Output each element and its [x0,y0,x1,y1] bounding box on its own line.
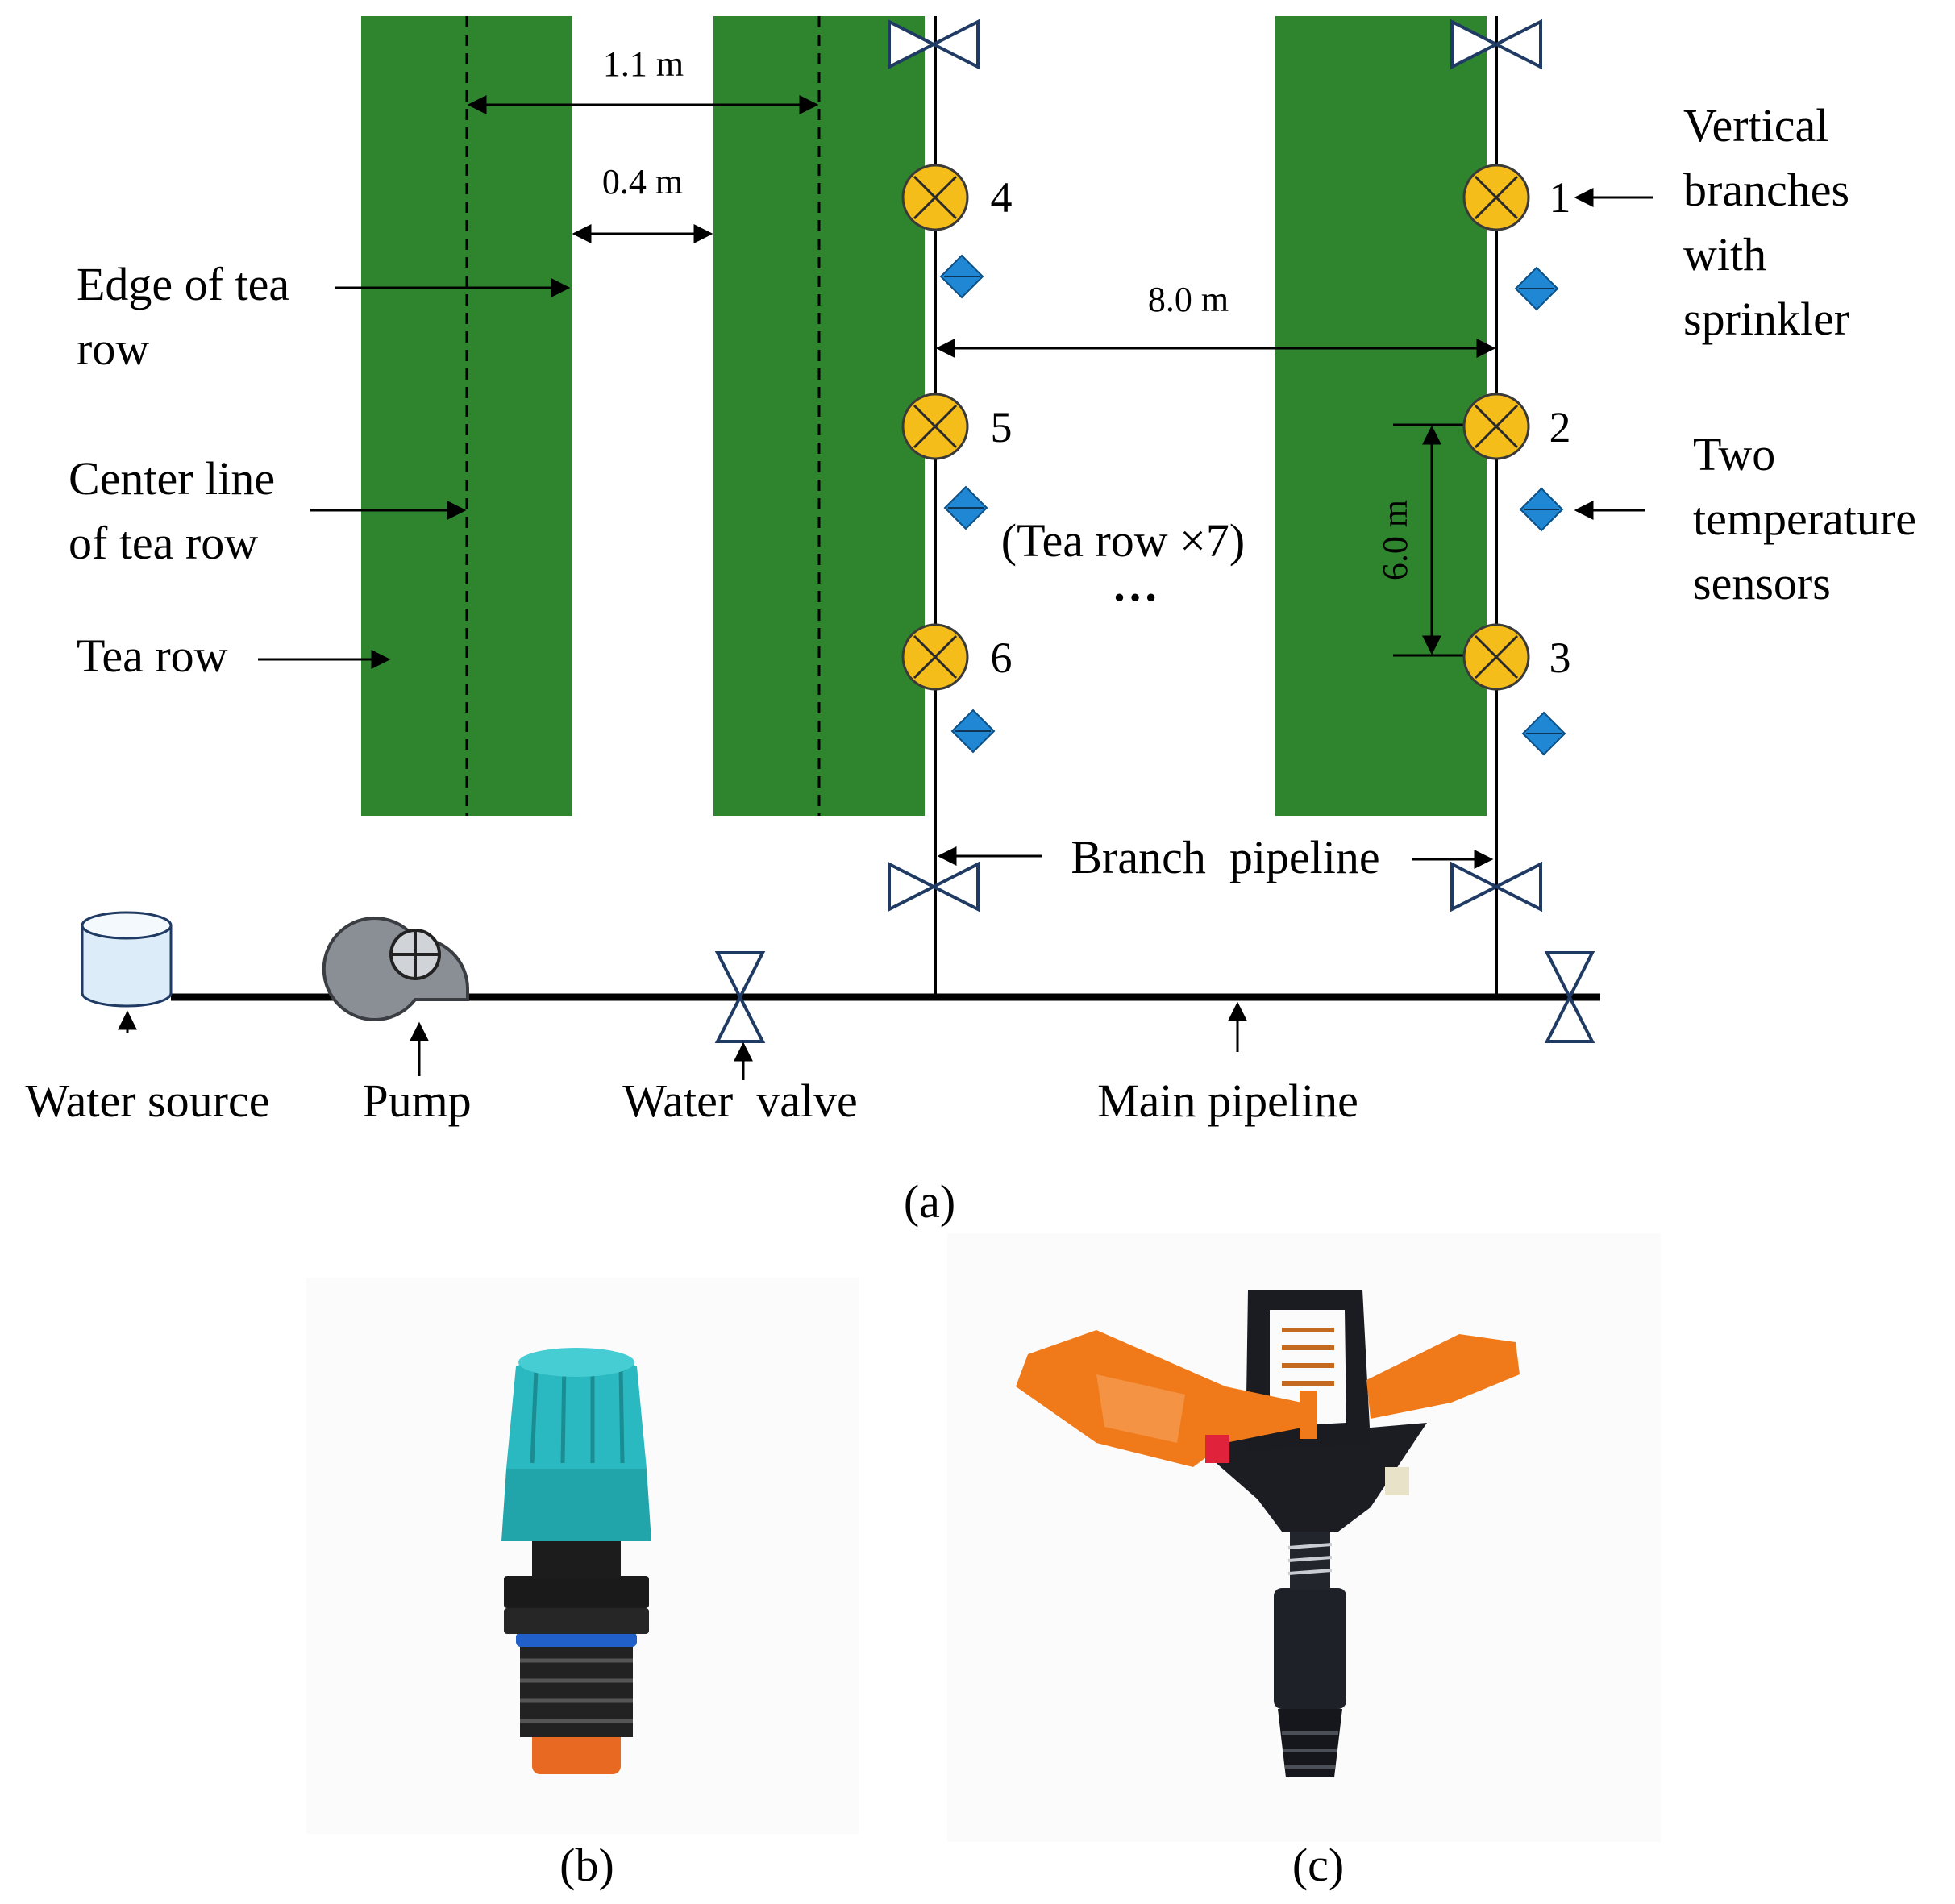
sprinkler-6 [901,623,969,691]
label-water-source: Water source [26,1075,270,1127]
label-vertical-branches: Vertical branches with sprinkler [1683,99,1861,345]
label-pump: Pump [362,1075,471,1127]
sprinkler-4 [901,164,969,231]
sprinkler-5 [901,393,969,460]
temperature-sensor-icon [1515,267,1558,310]
label-tea-row: Tea row [77,630,228,682]
tea-row-block-7 [1275,16,1487,816]
dimension-label-8-0m: 8.0 m [1148,280,1229,319]
label-tea-row-count: (Tea row ×7) [1001,514,1245,567]
panel-label-a: (a) [904,1175,955,1228]
dimension-label-1-1m: 1.1 m [603,44,684,84]
sprinkler-1 [1462,164,1530,231]
sprinkler-number-4: 4 [991,173,1013,222]
label-center-line: Center line of tea row [69,452,287,569]
pump-icon [322,917,469,1021]
panel-a-diagram: 1.1 m 0.4 m 8.0 m 6.0 m 4 5 6 1 2 3 [26,16,1928,1228]
temperature-sensor-icon [951,709,995,753]
panel-c-sprinkler-photo: (c) [947,1233,1661,1891]
label-ellipsis: … [1112,559,1158,611]
sprinkler-2 [1462,393,1530,460]
label-temperature-sensors: Two temperature sensors [1693,428,1928,609]
temperature-sensor-icon [940,255,984,298]
sprinkler-number-3: 3 [1549,634,1571,682]
temperature-sensor-icon [944,486,988,530]
label-main-pipeline: Main pipeline [1097,1075,1358,1127]
sprinkler-number-1: 1 [1549,173,1571,222]
panel-label-c: (c) [1292,1839,1344,1891]
panel-label-b: (b) [559,1839,614,1891]
temperature-sensor-icon [1520,488,1563,531]
sprinkler-3 [1462,623,1530,691]
water-tank-icon [81,911,173,1008]
dimension-label-6-0m: 6.0 m [1375,500,1415,580]
sprinkler-number-6: 6 [991,634,1013,682]
label-water-valve: Water valve [622,1075,858,1127]
sprinkler-number-5: 5 [991,403,1013,451]
sprinkler-number-2: 2 [1549,403,1571,451]
label-edge-of-tea-row: Edge of tea row [77,258,302,375]
label-branch-pipeline: Branch pipeline [1071,831,1379,883]
panel-b-nozzle-photo: (b) [306,1278,859,1891]
temperature-sensor-icon [1522,712,1566,755]
dimension-label-0-4m: 0.4 m [602,162,683,202]
